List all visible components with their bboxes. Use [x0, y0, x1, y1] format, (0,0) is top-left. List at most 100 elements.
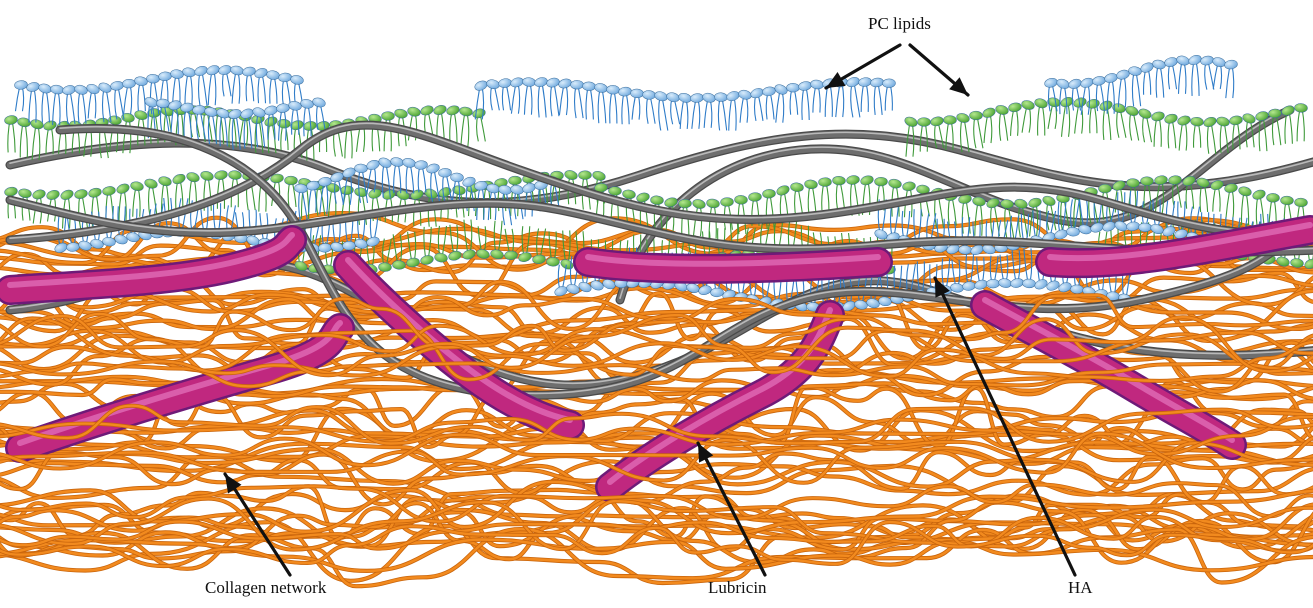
lipid-head — [143, 178, 158, 190]
pc-lipid — [870, 77, 884, 115]
lipid-head — [1116, 69, 1131, 81]
pc-lipid — [720, 197, 733, 229]
lipid-head — [146, 74, 159, 83]
lipid-head — [42, 119, 57, 131]
lipid-head — [534, 76, 549, 88]
pc-lipid — [381, 188, 396, 222]
pc-lipid — [38, 83, 53, 123]
lipid-tail — [384, 116, 387, 151]
lipid-tail — [524, 82, 528, 115]
lipid-tail — [542, 82, 546, 117]
pc-lipid — [969, 111, 983, 148]
pc-lipid — [4, 115, 18, 153]
lipid-tail — [854, 82, 860, 117]
lipid-tail — [808, 184, 810, 215]
lipid-tail — [1136, 71, 1141, 106]
lipid-head — [1216, 116, 1231, 128]
lipid-tail — [1211, 122, 1216, 154]
lipid-tail — [878, 82, 882, 115]
lipid-tail — [454, 110, 457, 142]
lipid-head — [1041, 194, 1056, 207]
pc-lipid — [762, 86, 776, 120]
lipid-head — [263, 115, 278, 128]
pc-lipid — [1151, 111, 1166, 147]
pc-lipid — [50, 84, 64, 125]
lipid-head — [214, 169, 229, 180]
lipid-tail — [975, 201, 978, 235]
lipid-head — [1238, 185, 1253, 197]
lipid-tail — [138, 81, 140, 111]
lipid-head — [870, 77, 884, 88]
lipid-tail — [990, 113, 992, 143]
lipid-head — [85, 82, 100, 95]
lipid-head — [943, 115, 956, 124]
pc-lipid — [1224, 183, 1238, 222]
lipid-tail — [1159, 116, 1161, 146]
lipid-tail — [961, 118, 963, 152]
lipid-head — [365, 158, 380, 171]
lipid-tail — [842, 83, 844, 118]
pc-lipid — [1072, 96, 1087, 133]
lipid-tail — [12, 120, 15, 152]
pc-lipid — [74, 84, 89, 124]
lipid-head — [1137, 107, 1152, 120]
lipid-head — [706, 198, 720, 209]
lipid-head — [419, 104, 434, 117]
lipid-tail — [836, 83, 840, 118]
lipid-head — [517, 251, 532, 263]
lipid-head — [284, 176, 297, 185]
lipid-head — [1251, 188, 1266, 201]
pc-lipid — [1137, 107, 1152, 142]
pc-lipid — [85, 82, 100, 118]
lipid-head — [1211, 56, 1226, 69]
pc-lipid — [26, 81, 41, 123]
pc-lipid — [1098, 99, 1113, 140]
lipid-tail — [25, 122, 27, 157]
lipid-head — [264, 105, 279, 117]
pc-lipid — [1163, 113, 1178, 149]
lipid-head — [509, 76, 524, 88]
lipid-head — [394, 108, 409, 119]
pc-lipid — [1200, 55, 1215, 90]
lipid-head — [498, 78, 512, 89]
lipid-tail — [202, 71, 207, 106]
arrow-icon — [910, 45, 968, 95]
lipid-head — [200, 170, 215, 182]
lipid-tail — [1061, 198, 1063, 233]
lipid-tail — [1036, 203, 1038, 237]
pc-lipid — [798, 80, 813, 120]
lipid-head — [1022, 279, 1035, 288]
lipid-tail — [217, 175, 220, 209]
lipid-tail — [190, 72, 192, 104]
lipid-head — [377, 156, 392, 169]
pc-lipid — [653, 90, 668, 130]
lipid-tail — [729, 96, 732, 131]
lipid-tail — [830, 83, 832, 117]
lipid-head — [50, 84, 64, 95]
lipid-head — [1280, 196, 1293, 205]
lipid-tail — [262, 73, 266, 103]
lipid-head — [230, 65, 245, 76]
lipid-head — [402, 157, 417, 168]
lipid-tail — [70, 90, 75, 124]
pc-lipid — [55, 119, 70, 154]
lipid-head — [903, 115, 918, 128]
lipid-head — [810, 79, 824, 90]
pc-lipid — [218, 64, 233, 96]
lipid-head — [278, 72, 292, 82]
pc-lipid — [882, 79, 895, 111]
lipid-tail — [1226, 65, 1230, 99]
pc-lipid — [1280, 104, 1295, 144]
lipid-head — [930, 116, 945, 128]
lipid-head — [1027, 197, 1042, 209]
lipid-head — [692, 198, 707, 210]
lipid-head — [882, 79, 895, 88]
lipid-tail — [1272, 113, 1274, 145]
pc-lipid — [1176, 54, 1191, 93]
lipid-head — [622, 189, 636, 199]
lipid-head — [1086, 98, 1101, 109]
lipid-tail — [185, 72, 188, 104]
lipid-head — [414, 160, 428, 170]
lipid-tail — [214, 70, 216, 105]
